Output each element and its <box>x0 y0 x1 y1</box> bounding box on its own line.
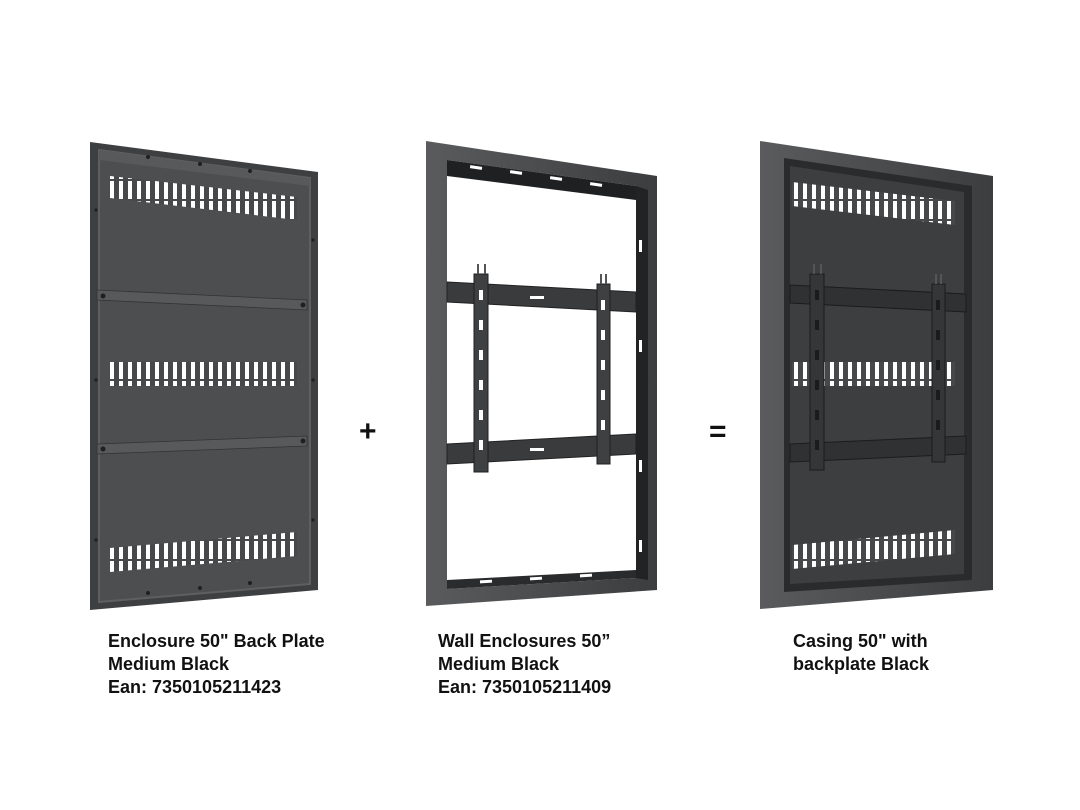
caption-line: Ean: 7350105211409 <box>438 677 612 697</box>
equals-sign: = <box>709 415 727 448</box>
back-plate-image <box>90 142 318 610</box>
caption-line: backplate Black <box>793 654 930 674</box>
back-plate-caption: Enclosure 50" Back Plate Medium Black Ea… <box>108 630 325 699</box>
plus-sign: + <box>359 415 377 448</box>
caption-line: Enclosure 50" Back Plate <box>108 631 325 651</box>
caption-line: Medium Black <box>438 654 560 674</box>
casing-with-backplate-image <box>760 141 993 609</box>
wall-enclosure-caption: Wall Enclosures 50” Medium Black Ean: 73… <box>438 630 611 699</box>
wall-enclosure-image <box>426 141 657 606</box>
caption-line: Casing 50" with <box>793 631 928 651</box>
caption-line: Ean: 7350105211423 <box>108 677 282 697</box>
caption-line: Medium Black <box>108 654 230 674</box>
casing-caption: Casing 50" with backplate Black <box>793 630 929 676</box>
caption-line: Wall Enclosures 50” <box>438 631 611 651</box>
